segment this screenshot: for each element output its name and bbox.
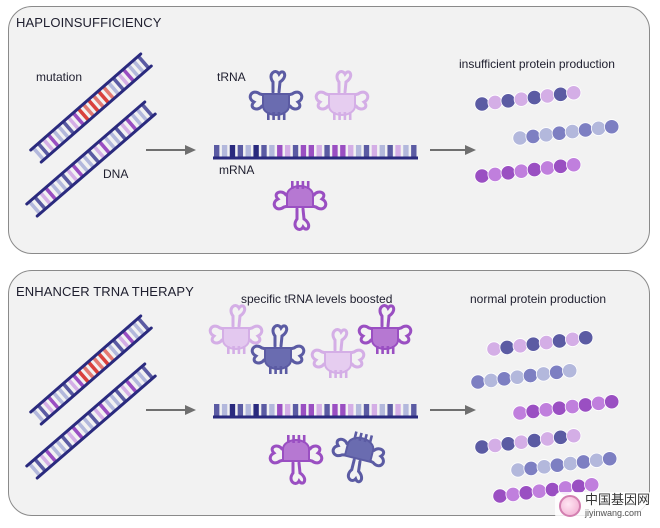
trna-boosted-label: specific tRNA levels boosted [241, 292, 393, 306]
trna-label: tRNA [217, 70, 246, 84]
watermark-chinese-text: 中国基因网 [584, 493, 650, 508]
panel-title-enhancer-trna-therapy: ENHANCER TRNA THERAPY [16, 284, 194, 299]
normal-protein-label: normal protein production [470, 292, 607, 306]
panel-title-haploinsufficiency: HAPLOINSUFFICIENCY [16, 15, 162, 30]
mutation-label: mutation [36, 70, 83, 84]
enhancer-trna-therapy-panel [8, 270, 650, 516]
watermark-logo-icon [558, 495, 581, 517]
mrna-label: mRNA [219, 163, 255, 177]
watermark: 中国基因网 jiyinwang.com [554, 492, 654, 520]
watermark-url: jiyinwang.com [584, 508, 642, 518]
dna-label: DNA [103, 167, 129, 181]
haploinsufficiency-panel [8, 6, 650, 254]
insufficient-protein-label: insufficient protein production [459, 57, 615, 71]
